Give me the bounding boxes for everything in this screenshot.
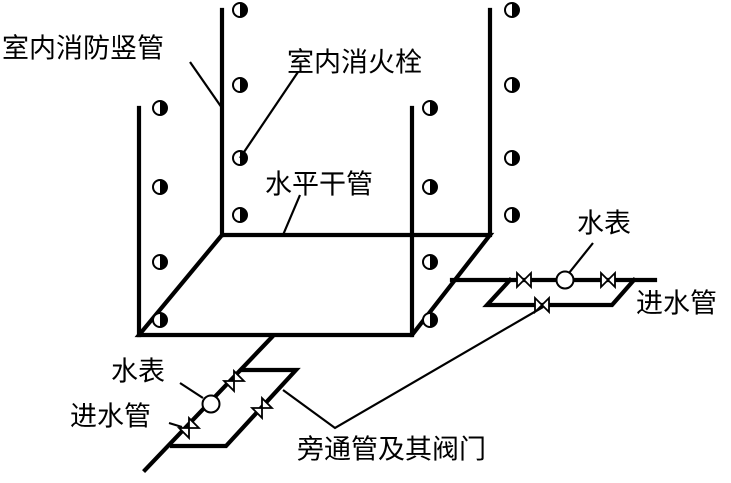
labels: 室内消防竖管 室内消火栓 水平干管 水表 进水管 水表 进水管 旁通管及其阀门 <box>2 34 717 466</box>
leader-bypass <box>282 306 544 430</box>
fire-hydrant-icon <box>152 254 168 270</box>
fire-hydrant-icon <box>422 254 438 270</box>
leader-meter-left <box>179 382 204 399</box>
leader-meter-right <box>568 242 594 274</box>
label-bypass: 旁通管及其阀门 <box>297 435 486 466</box>
fire-hydrant-icon <box>152 179 168 195</box>
leader-inlet-left <box>168 421 183 429</box>
water-meter-icon <box>555 270 575 290</box>
gate-valve-icon <box>221 368 247 394</box>
leader-main <box>281 194 302 236</box>
gate-valve-icon <box>176 415 202 441</box>
fire-hydrant-icon <box>232 77 248 93</box>
fire-hydrant-icon <box>504 207 520 223</box>
label-main: 水平干管 <box>265 170 373 201</box>
gate-valve-icon <box>600 270 616 290</box>
fire-hydrant-icon <box>422 100 438 116</box>
water-meter-icon <box>201 394 221 414</box>
hydrants <box>152 2 520 328</box>
fire-hydrant-icon <box>422 179 438 195</box>
fire-hydrant-icon <box>504 2 520 18</box>
fire-hydrant-icon <box>504 150 520 166</box>
fire-hydrant-icon <box>232 2 248 18</box>
label-riser: 室内消防竖管 <box>2 34 164 65</box>
fire-hydrant-icon <box>422 312 438 328</box>
fire-hydrant-icon <box>152 100 168 116</box>
label-meter-left: 水表 <box>111 357 165 388</box>
fire-hydrant-icon <box>232 207 248 223</box>
valves <box>176 270 616 441</box>
gate-valve-icon <box>516 270 532 290</box>
label-hydrant: 室内消火栓 <box>287 48 422 79</box>
label-inlet-left: 进水管 <box>70 402 151 433</box>
gate-valve-icon <box>249 395 275 421</box>
fire-hydrant-icon <box>152 312 168 328</box>
leader-lines <box>168 61 594 430</box>
fire-hydrant-icon <box>504 77 520 93</box>
leader-riser <box>189 61 223 109</box>
label-inlet-right: 进水管 <box>636 289 717 320</box>
label-meter-right: 水表 <box>577 209 631 240</box>
leader-hydrant <box>239 71 299 159</box>
